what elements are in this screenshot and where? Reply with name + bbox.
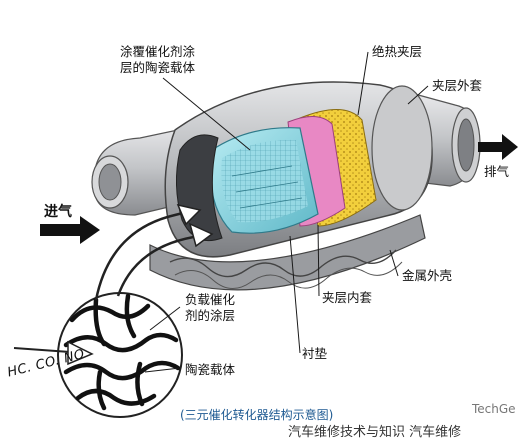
airflow-arrows [94,203,214,301]
label-catalyst-coating-line2: 剂的涂层 [185,308,236,323]
label-coated-carrier-line1: 涂覆催化剂涂 [120,44,196,59]
label-ceramic-carrier: 陶瓷载体 [185,362,236,377]
label-insulation-layer: 绝热夹层 [372,44,423,59]
label-catalyst-coating: 负载催化 剂的涂层 [185,292,235,324]
label-catalyst-coating-line1: 负载催化 [185,292,236,307]
label-coated-carrier-line2: 层的陶瓷载体 [120,60,196,75]
intake-arrow [40,216,100,244]
ceramic-carrier-shape [209,127,319,234]
label-exhaust: 排气 [484,164,510,179]
label-metal-shell: 金属外壳 [402,268,453,283]
label-coated-carrier: 涂覆催化剂涂 层的陶瓷载体 [120,44,195,76]
diagram-caption: (三元催化转化器结构示意图) [180,408,334,422]
label-inner-jacket: 夹层内套 [322,290,373,305]
label-outer-jacket: 夹层外套 [432,78,483,93]
leader-lines [144,51,429,373]
corrugated-shell-band [149,214,426,291]
magnified-honeycomb [57,292,183,418]
gas-arrow [13,340,94,366]
watermark: TechGe [472,402,516,416]
exhaust-arrow [478,134,518,160]
label-intake: 进气 [44,204,72,220]
label-liner-pad: 衬垫 [302,346,328,361]
footer-source: 汽车维修技术与知识 汽车维修 [288,425,462,440]
